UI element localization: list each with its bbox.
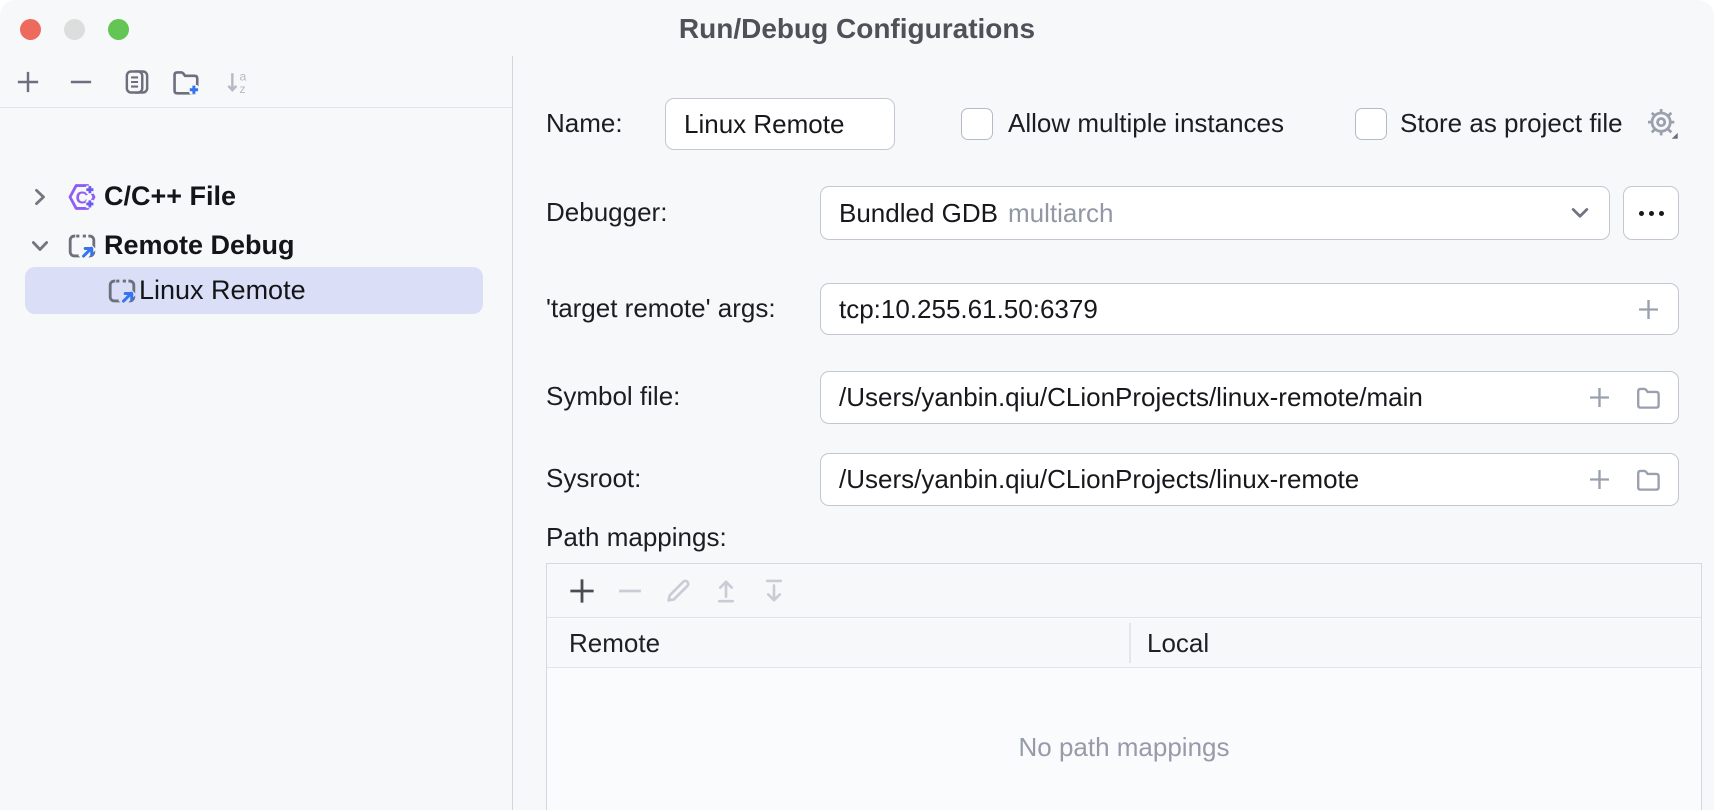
- expand-macro-plus-icon[interactable]: [1586, 466, 1613, 493]
- add-mapping-button[interactable]: [567, 576, 597, 606]
- tree-item-cpp-file[interactable]: C C/C++ File: [0, 173, 512, 220]
- allow-multiple-instances-checkbox[interactable]: [961, 108, 993, 140]
- remote-debug-icon: [68, 233, 97, 261]
- column-header-remote: Remote: [569, 627, 661, 658]
- copy-icon: [125, 70, 149, 94]
- sysroot-label: Sysroot:: [546, 463, 642, 493]
- sidebar-toolbar: a z: [0, 56, 512, 108]
- selection-highlight: [25, 267, 483, 314]
- expand-macro-plus-icon[interactable]: [1635, 296, 1662, 323]
- more-options-icon: [1638, 210, 1664, 216]
- store-settings-gear-button[interactable]: [1645, 106, 1679, 140]
- sysroot-value: /Users/yanbin.qiu/CLionProjects/linux-re…: [839, 464, 1360, 494]
- tree-item-label[interactable]: Remote Debug: [104, 230, 295, 260]
- svg-text:a: a: [240, 69, 247, 83]
- copy-configuration-button[interactable]: [122, 67, 152, 97]
- sysroot-input[interactable]: /Users/yanbin.qiu/CLionProjects/linux-re…: [820, 453, 1679, 506]
- add-configuration-button[interactable]: [13, 67, 43, 97]
- move-up-icon: [717, 580, 735, 603]
- tree-item-label[interactable]: C/C++ File: [104, 181, 237, 211]
- close-window-button[interactable]: [20, 19, 41, 40]
- name-value: Linux Remote: [684, 108, 845, 139]
- path-mappings-body: No path mappings: [547, 668, 1701, 810]
- path-mappings-label: Path mappings:: [546, 522, 727, 552]
- plus-icon: [570, 579, 594, 603]
- new-folder-button[interactable]: [171, 67, 201, 97]
- column-header-local: Local: [1147, 627, 1210, 658]
- allow-multiple-instances-label[interactable]: Allow multiple instances: [1008, 108, 1285, 138]
- minus-icon: [70, 80, 92, 84]
- sort-configurations-button[interactable]: a z: [224, 67, 254, 97]
- target-remote-args-value: tcp:10.255.61.50:6379: [839, 293, 1098, 324]
- name-label: Name:: [546, 108, 623, 138]
- remove-mapping-button[interactable]: [615, 576, 645, 606]
- zoom-window-button[interactable]: [108, 19, 129, 40]
- tree-item-label[interactable]: Linux Remote: [139, 275, 306, 305]
- debugger-label: Debugger:: [546, 197, 668, 227]
- configurations-tree: C C/C++ File Remote Debug: [0, 109, 512, 810]
- target-remote-args-input[interactable]: tcp:10.255.61.50:6379: [820, 283, 1679, 335]
- symbol-file-value: /Users/yanbin.qiu/CLionProjects/linux-re…: [839, 382, 1423, 412]
- path-mappings-table: Remote Local No path mappings: [546, 563, 1702, 810]
- name-input[interactable]: Linux Remote: [665, 98, 895, 150]
- debugger-hint: multiarch: [1007, 197, 1114, 228]
- column-divider[interactable]: [1129, 622, 1131, 663]
- symbol-file-input[interactable]: /Users/yanbin.qiu/CLionProjects/linux-re…: [820, 371, 1679, 424]
- empty-table-text: No path mappings: [1018, 732, 1230, 762]
- edit-mapping-button[interactable]: [663, 576, 693, 606]
- debugger-value: Bundled GDB: [839, 197, 998, 228]
- chevron-down-icon[interactable]: [1567, 200, 1593, 226]
- move-mapping-up-button[interactable]: [711, 576, 741, 606]
- target-remote-args-label: 'target remote' args:: [546, 293, 776, 323]
- debugger-browse-button[interactable]: [1623, 186, 1679, 240]
- store-as-project-file-label[interactable]: Store as project file: [1400, 108, 1623, 138]
- remote-debug-icon: [108, 278, 137, 306]
- chevron-right-icon[interactable]: [26, 183, 54, 211]
- chevron-down-icon[interactable]: [26, 232, 54, 260]
- browse-folder-icon[interactable]: [1635, 466, 1662, 493]
- new-folder-icon: [173, 71, 199, 95]
- title-bar: Run/Debug Configurations: [0, 0, 1714, 56]
- remove-configuration-button[interactable]: [66, 67, 96, 97]
- move-mapping-down-button[interactable]: [759, 576, 789, 606]
- sort-alphabetically-icon: a z: [227, 69, 247, 96]
- browse-folder-icon[interactable]: [1635, 384, 1662, 411]
- store-as-project-file-checkbox[interactable]: [1355, 108, 1387, 140]
- edit-pencil-icon: [667, 579, 690, 602]
- plus-icon: [17, 71, 39, 93]
- cpp-file-icon: C: [68, 183, 96, 210]
- path-mappings-header-row: Remote Local: [547, 618, 1701, 668]
- symbol-file-label: Symbol file:: [546, 381, 681, 411]
- dialog-title: Run/Debug Configurations: [678, 13, 1036, 44]
- svg-text:C: C: [76, 187, 89, 207]
- tree-item-remote-debug[interactable]: Remote Debug: [0, 222, 512, 269]
- gear-icon: [1647, 108, 1678, 139]
- move-down-icon: [765, 579, 783, 602]
- debugger-select[interactable]: Bundled GDB multiarch: [820, 186, 1610, 240]
- tree-item-linux-remote[interactable]: Linux Remote: [0, 267, 512, 314]
- minimize-window-button[interactable]: [64, 19, 85, 40]
- svg-text:z: z: [240, 82, 246, 96]
- expand-macro-plus-icon[interactable]: [1586, 384, 1613, 411]
- configurations-sidebar: a z C C/C++ File: [0, 56, 513, 810]
- minus-icon: [619, 589, 641, 593]
- path-mappings-toolbar: [547, 564, 1701, 618]
